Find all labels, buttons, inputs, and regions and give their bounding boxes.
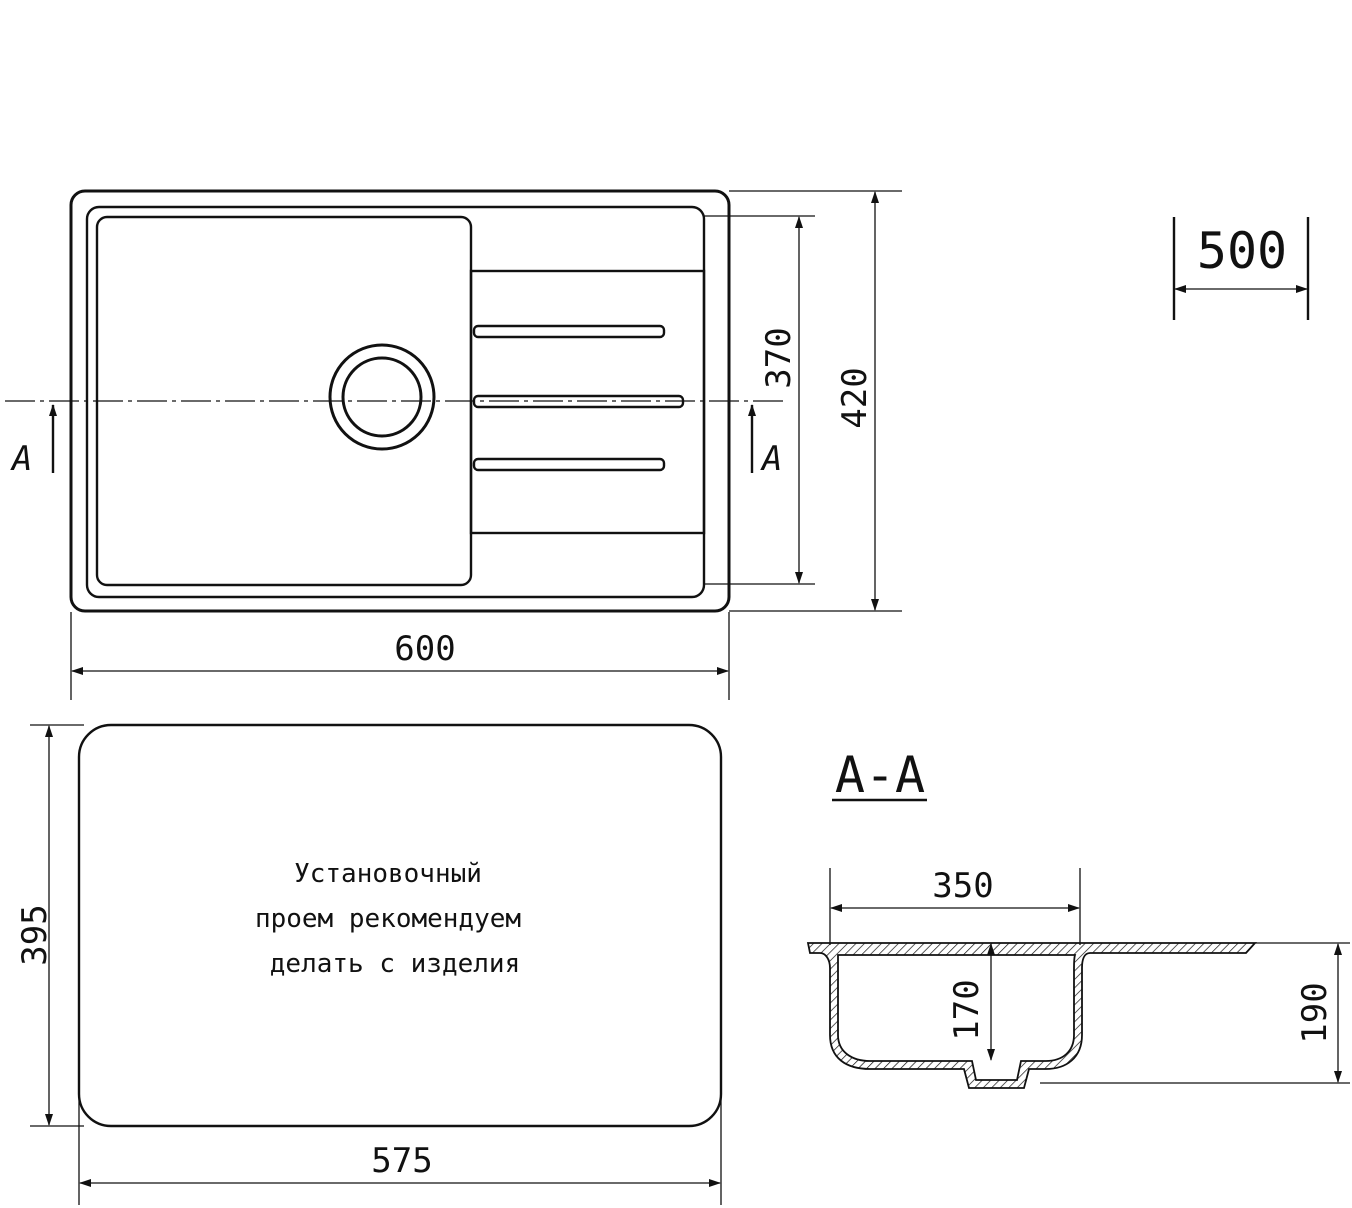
drainboard-outline <box>469 269 706 535</box>
dim-label-350: 350 <box>932 866 993 906</box>
drainboard-groove-top <box>472 324 666 339</box>
cutout-outline <box>77 723 723 1128</box>
top-view: A A 600 370 420 <box>5 189 902 700</box>
section-label-left: A <box>10 439 32 479</box>
cutout-note-line-2: проем рекомендуем <box>255 904 521 934</box>
drain-outer-ring <box>328 343 436 451</box>
dim-label-600: 600 <box>394 629 455 669</box>
cabinet-width-mark: 500 <box>1172 217 1310 320</box>
section-label-right: A <box>760 439 782 479</box>
section-title: A-A <box>835 746 925 804</box>
section-view: A-A 350 170 190 <box>806 746 1350 1089</box>
cutout-note-line-3: делать с изделия <box>270 949 520 979</box>
dim-label-190: 190 <box>1295 982 1335 1043</box>
dim-label-500: 500 <box>1197 222 1287 280</box>
dim-label-170: 170 <box>947 979 987 1040</box>
cutout-view: Установочный проем рекомендуем делать с … <box>15 723 723 1205</box>
dim-label-575: 575 <box>371 1141 432 1181</box>
section-profile <box>806 942 1258 1089</box>
drainboard-groove-bottom <box>472 457 666 472</box>
dim-label-395: 395 <box>15 904 55 965</box>
cutout-note-line-1: Установочный <box>294 859 482 889</box>
dim-label-420: 420 <box>835 367 875 428</box>
drain-inner-ring <box>341 356 423 438</box>
dim-label-370: 370 <box>759 327 799 388</box>
sink-inner-rim <box>85 205 706 599</box>
